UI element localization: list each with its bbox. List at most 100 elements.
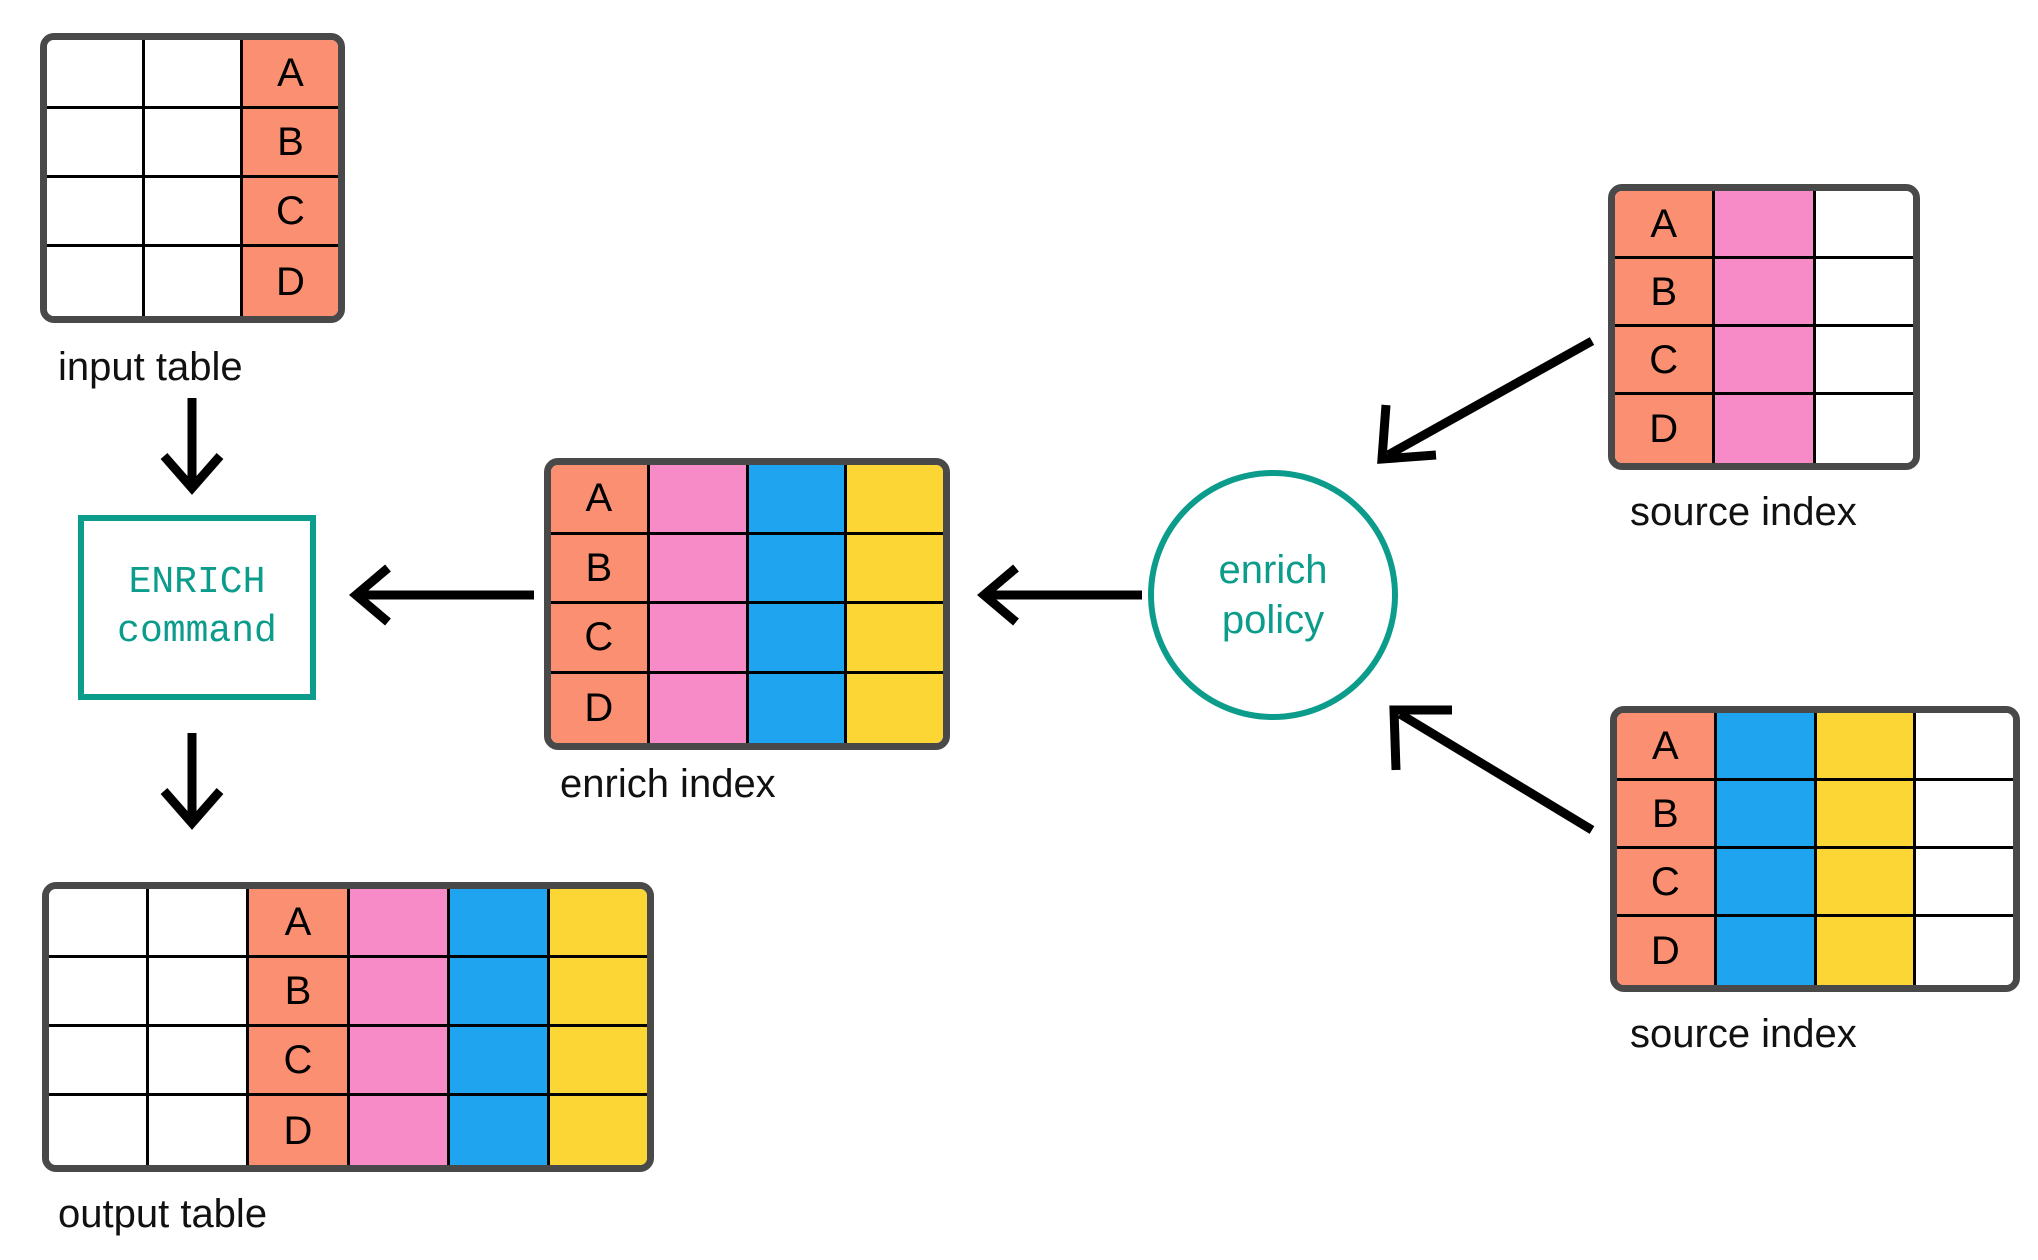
table-row: A	[1617, 713, 2013, 781]
cell	[649, 534, 749, 604]
cell-key: C	[1617, 849, 1717, 917]
cell	[649, 604, 749, 674]
cell	[349, 958, 450, 1027]
source-index-bottom-caption: source index	[1630, 1012, 1857, 1056]
cell-key: C	[249, 1027, 350, 1096]
cell	[748, 465, 848, 535]
cell-key: B	[1615, 259, 1716, 327]
cell	[847, 604, 943, 674]
cell	[47, 109, 145, 178]
cell	[549, 958, 647, 1027]
cell	[449, 1027, 550, 1096]
cell	[145, 40, 243, 109]
table-row: D	[551, 673, 943, 743]
cell	[349, 1027, 450, 1096]
cell	[449, 958, 550, 1027]
cell	[149, 889, 250, 958]
table-row: D	[47, 247, 338, 316]
cell	[47, 178, 145, 247]
cell	[149, 1096, 250, 1165]
enrich-policy-circle[interactable]: enrich policy	[1148, 470, 1398, 720]
table-row: A	[551, 465, 943, 535]
cell-key: A	[551, 465, 650, 535]
table-row: B	[47, 109, 338, 178]
table-row: B	[49, 958, 647, 1027]
arrow-head	[349, 564, 391, 626]
arrow-shaft	[1385, 337, 1595, 459]
cell-key: C	[1615, 327, 1716, 395]
cell	[145, 247, 243, 316]
cell	[1815, 327, 1913, 395]
cell	[49, 1027, 150, 1096]
enrich-policy-line-2: policy	[1221, 598, 1325, 642]
input-table-caption: input table	[58, 345, 243, 389]
cell	[1716, 917, 1817, 985]
output-table: A B C D	[42, 882, 654, 1172]
cell	[1815, 191, 1913, 259]
cell-key: A	[249, 889, 350, 958]
cell	[1916, 917, 2013, 985]
cell	[349, 1096, 450, 1165]
cell	[847, 465, 943, 535]
table-row: D	[1615, 395, 1913, 463]
arrow-head	[977, 564, 1019, 626]
cell	[847, 534, 943, 604]
arrow-head	[1377, 404, 1437, 464]
cell	[1916, 849, 2013, 917]
cell-key: A	[1615, 191, 1716, 259]
cell	[149, 958, 250, 1027]
cell-key: D	[1617, 917, 1717, 985]
cell-key: B	[551, 534, 650, 604]
table-row: B	[551, 534, 943, 604]
cell	[349, 889, 450, 958]
cell	[1816, 781, 1917, 849]
table-row: A	[1615, 191, 1913, 259]
cell-key: A	[243, 40, 338, 109]
cell-key: A	[1617, 713, 1717, 781]
arrow-shaft	[1397, 710, 1595, 834]
table-row: D	[49, 1096, 647, 1165]
cell	[847, 673, 943, 743]
cell	[1716, 781, 1817, 849]
cell-key: D	[243, 247, 338, 316]
cell	[649, 465, 749, 535]
cell	[47, 40, 145, 109]
cell	[1816, 917, 1917, 985]
arrow-policy-to-enrich-index	[977, 564, 1142, 626]
table-row: A	[49, 889, 647, 958]
cell	[549, 1096, 647, 1165]
cell	[49, 958, 150, 1027]
enrich-index-caption: enrich index	[560, 762, 776, 806]
cell-key: B	[1617, 781, 1717, 849]
table-row: C	[1615, 327, 1913, 395]
cell-key: B	[249, 958, 350, 1027]
cell	[1715, 395, 1816, 463]
source-index-top-table: A B C D	[1608, 184, 1920, 470]
cell	[748, 604, 848, 674]
cell-key: C	[551, 604, 650, 674]
arrow-command-to-output	[160, 733, 224, 830]
cell	[449, 1096, 550, 1165]
cell-key: D	[551, 673, 650, 743]
cell	[1815, 259, 1913, 327]
source-index-top-caption: source index	[1630, 490, 1857, 534]
cell	[145, 109, 243, 178]
output-table-caption: output table	[58, 1192, 268, 1236]
cell	[549, 889, 647, 958]
cell	[49, 889, 150, 958]
arrow-head	[160, 788, 224, 830]
cell	[149, 1027, 250, 1096]
cell-key: D	[249, 1096, 350, 1165]
table-row: C	[551, 604, 943, 674]
cell	[1816, 849, 1917, 917]
table-row: B	[1617, 781, 2013, 849]
cell	[1815, 395, 1913, 463]
table-row: C	[49, 1027, 647, 1096]
table-row: C	[47, 178, 338, 247]
arrow-source-index-bottom-to-policy	[1389, 705, 1595, 834]
arrow-input-to-command	[160, 398, 224, 495]
enrich-command-box[interactable]: ENRICH command	[78, 515, 316, 700]
cell	[49, 1096, 150, 1165]
enrich-index-table: A B C D	[544, 458, 950, 750]
